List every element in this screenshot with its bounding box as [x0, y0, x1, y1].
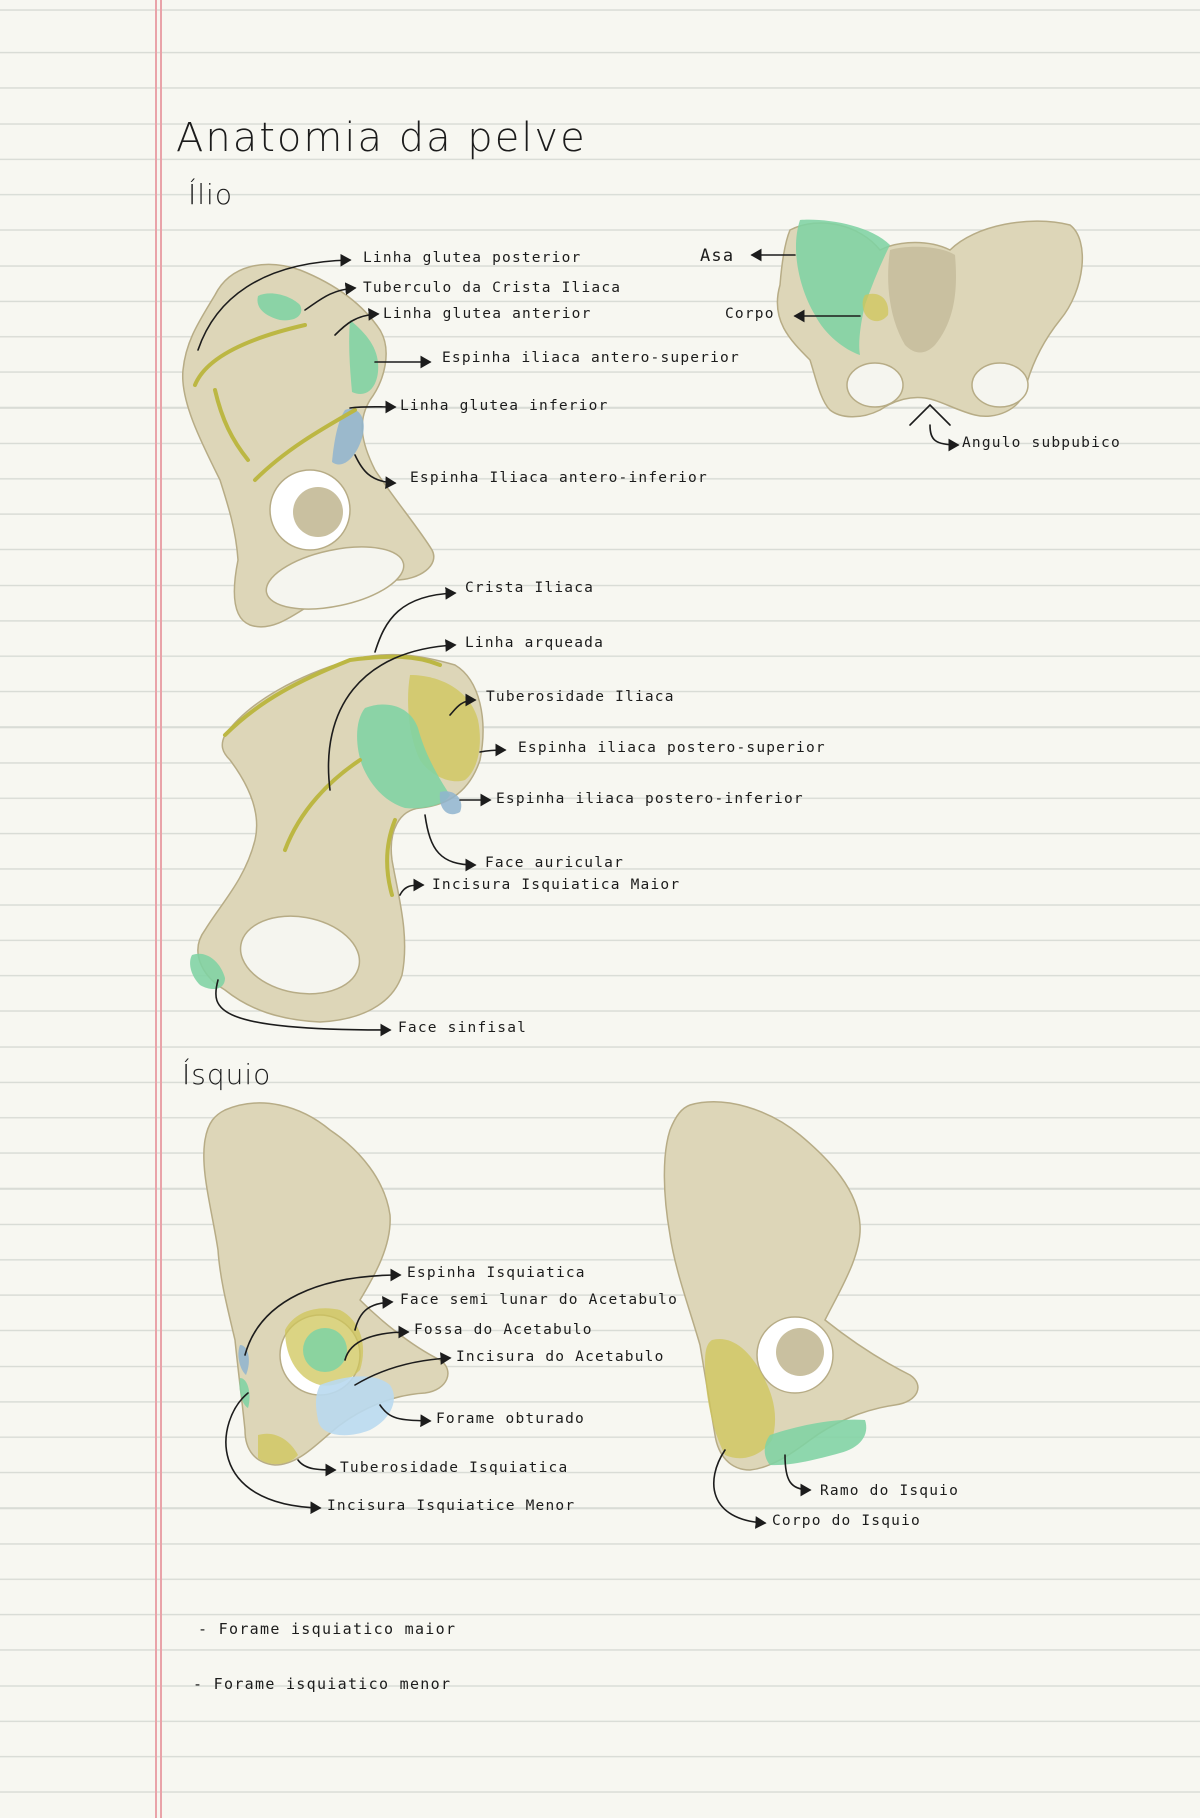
label-face-sinfisal: Face sinfisal — [398, 1020, 528, 1036]
label-espinha-iliaca-antero-inferior: Espinha Iliaca antero-inferior — [410, 470, 708, 486]
margin-line — [160, 0, 162, 1818]
label-corpo: Corpo — [725, 306, 775, 322]
label-ramo-do-isquio: Ramo do Isquio — [820, 1483, 960, 1499]
label-espinha-iliaca-antero-superior: Espinha iliaca antero-superior — [442, 350, 740, 366]
label-asa: Asa — [700, 246, 735, 266]
hip-bone-isquio-left-illustration — [203, 1102, 449, 1466]
label-espinha-iliaca-postero-inferior: Espinha iliaca postero-inferior — [496, 791, 804, 807]
label-incisura-isquiatica-menor: Incisura Isquiatice Menor — [327, 1498, 576, 1514]
label-tuberculo-crista-iliaca: Tuberculo da Crista Iliaca — [363, 280, 622, 296]
label-corpo-do-isquio: Corpo do Isquio — [772, 1513, 921, 1529]
pelvis-front-illustration — [776, 219, 1083, 418]
label-espinha-isquiatica: Espinha Isquiatica — [407, 1265, 586, 1281]
label-linha-glutea-posterior: Linha glutea posterior — [363, 250, 582, 266]
label-face-semilunar-acetabulo: Face semi lunar do Acetabulo — [400, 1292, 679, 1308]
note-forame-isquiatico-maior: - Forame isquiatico maior — [198, 1620, 457, 1638]
label-tuberosidade-iliaca: Tuberosidade Iliaca — [486, 689, 675, 705]
margin-line — [155, 0, 157, 1818]
note-forame-isquiatico-menor: - Forame isquiatico menor — [193, 1675, 452, 1693]
hip-bone-medial-illustration — [190, 653, 484, 1023]
label-incisura-isquiatica-maior: Incisura Isquiatica Maior — [432, 877, 681, 893]
hip-bone-isquio-right-illustration — [663, 1101, 919, 1471]
label-angulo-subpubico: Angulo subpubico — [962, 435, 1121, 451]
section-heading-isquio: Ísquio — [182, 1058, 272, 1091]
label-crista-iliaca: Crista Iliaca — [465, 580, 595, 596]
section-heading-ilio: Ílio — [188, 178, 233, 211]
label-espinha-iliaca-postero-superior: Espinha iliaca postero-superior — [518, 740, 826, 756]
page-title: Anatomia da pelve — [176, 115, 587, 161]
label-forame-obturado: Forame obturado — [436, 1411, 585, 1427]
label-fossa-acetabulo: Fossa do Acetabulo — [414, 1322, 593, 1338]
label-linha-arqueada: Linha arqueada — [465, 635, 605, 651]
label-linha-glutea-inferior: Linha glutea inferior — [400, 398, 609, 414]
label-tuberosidade-isquiatica: Tuberosidade Isquiatica — [340, 1460, 569, 1476]
label-incisura-acetabulo: Incisura do Acetabulo — [456, 1349, 665, 1365]
label-linha-glutea-anterior: Linha glutea anterior — [383, 306, 592, 322]
label-face-auricular: Face auricular — [485, 855, 625, 871]
